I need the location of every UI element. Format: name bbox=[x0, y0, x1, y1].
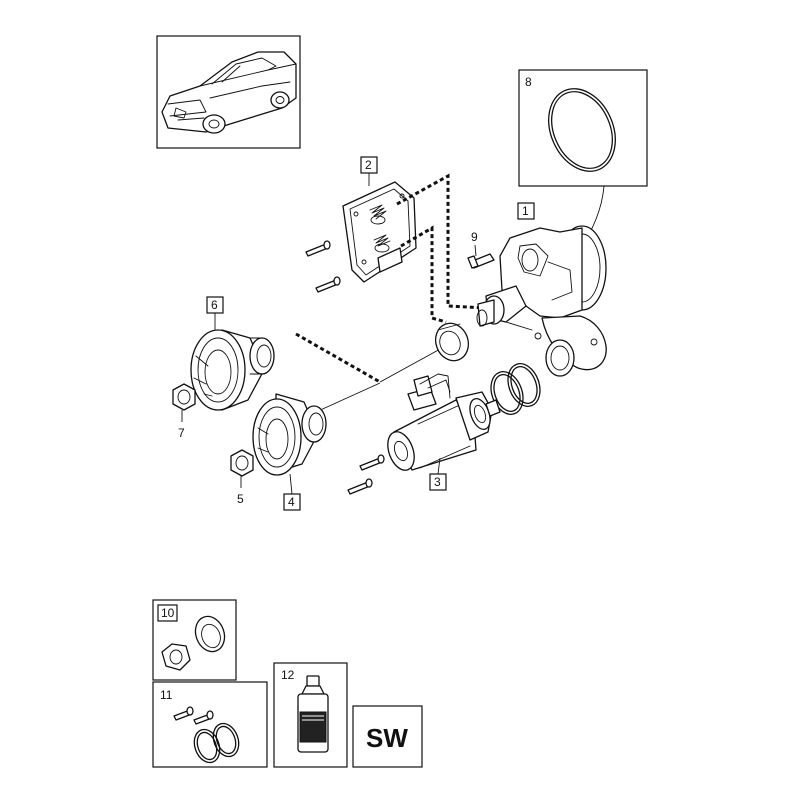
pump-housing bbox=[476, 225, 607, 377]
kit-box-11: 11 bbox=[152, 681, 268, 768]
callout-8-label: 8 bbox=[525, 75, 532, 89]
spring-upper bbox=[369, 204, 387, 225]
fluid-bottle bbox=[297, 675, 329, 753]
callout-2: 2 bbox=[360, 156, 378, 186]
callout-5-label: 5 bbox=[237, 492, 244, 506]
callout-2-label: 2 bbox=[365, 158, 372, 172]
callout-9-label: 9 bbox=[471, 230, 478, 244]
kit-box-10: 10 bbox=[152, 599, 237, 681]
dashed-guide-lines bbox=[295, 173, 487, 413]
kit-box-12: 12 bbox=[273, 662, 348, 768]
hex-nut-5: 5 bbox=[230, 449, 254, 506]
motor-screws bbox=[347, 454, 385, 495]
pulley-drum-4 bbox=[252, 393, 327, 476]
callout-7-label: 7 bbox=[178, 426, 185, 440]
shaft-seal bbox=[434, 322, 470, 362]
car-illustration bbox=[161, 51, 297, 134]
sw-box: SW bbox=[352, 705, 423, 768]
callout-12-label: 12 bbox=[281, 668, 295, 682]
callout-10-label: 10 bbox=[161, 606, 175, 620]
callout-1: 1 bbox=[517, 202, 535, 220]
spring-lower bbox=[373, 234, 391, 253]
hex-nut-7: 7 bbox=[172, 383, 196, 440]
plate-screws bbox=[305, 240, 341, 293]
sw-label: SW bbox=[366, 723, 408, 753]
callout-1-label: 1 bbox=[522, 204, 529, 218]
callout-6-label: 6 bbox=[211, 298, 218, 312]
callout-6: 6 bbox=[206, 296, 224, 330]
callout-3-label: 3 bbox=[434, 475, 441, 489]
callout-3: 3 bbox=[429, 457, 447, 491]
o-rings-small bbox=[490, 363, 541, 415]
pulley-drum-6 bbox=[190, 329, 275, 411]
callout-11-label: 11 bbox=[160, 688, 173, 702]
vehicle-thumbnail bbox=[156, 35, 301, 149]
callout-4-label: 4 bbox=[288, 495, 295, 509]
o-ring-large bbox=[548, 88, 616, 172]
control-unit-plate bbox=[342, 181, 417, 283]
callout-9: 9 bbox=[467, 230, 495, 269]
callout-8-box: 8 bbox=[518, 69, 648, 253]
callout-4: 4 bbox=[283, 473, 301, 511]
electric-motor bbox=[387, 373, 501, 471]
